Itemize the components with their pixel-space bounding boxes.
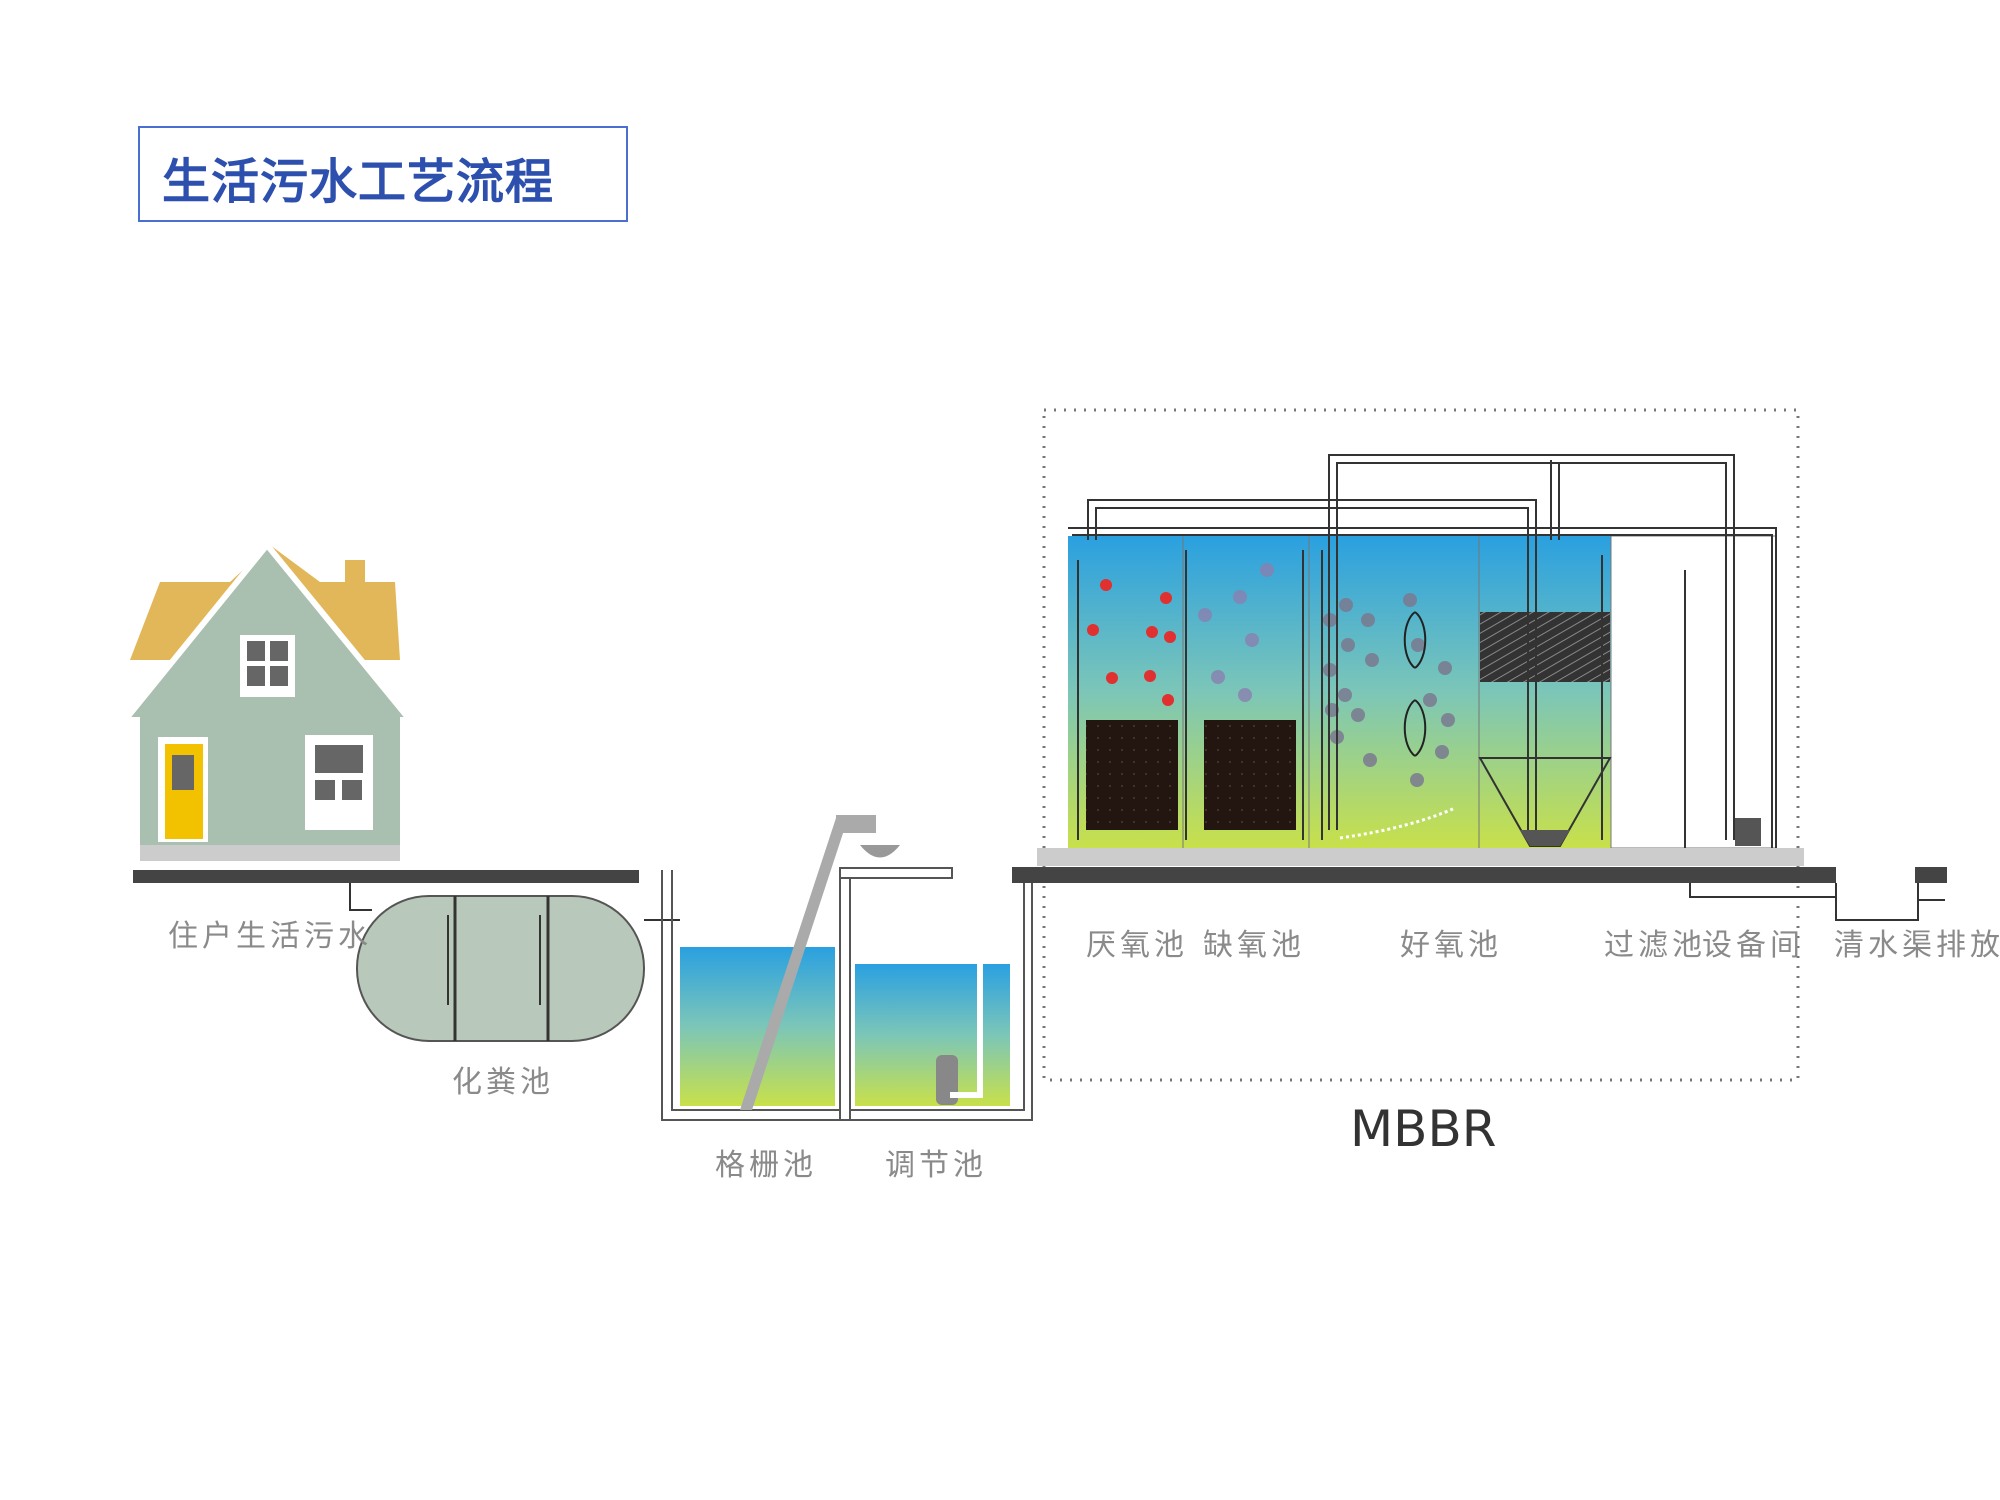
title-box: 生活污水工艺流程 <box>138 126 628 222</box>
anoxic-media <box>1204 720 1296 830</box>
label-regulating-tank: 调节池 <box>885 1148 987 1183</box>
bar-screen <box>740 818 848 1110</box>
aeration-bubbles <box>1339 806 1456 840</box>
discharge-channel <box>1689 883 1945 921</box>
label-anoxic-tank: 缺氧池 <box>1203 928 1305 963</box>
circulation-arrow <box>1403 611 1427 757</box>
process-pipes <box>1068 454 1777 850</box>
anaerobic-carriers <box>1087 579 1176 706</box>
page-title: 生活污水工艺流程 <box>162 154 555 210</box>
grid-regulating-tanks <box>661 552 1080 1121</box>
label-grid-tank: 格栅池 <box>715 1148 817 1183</box>
mbbr-reactor <box>1068 454 1777 850</box>
label-filter-tank: 过滤池 <box>1604 928 1706 963</box>
label-septic-tank: 化粪池 <box>452 1065 554 1100</box>
label-aerobic-tank: 好氧池 <box>1400 928 1502 963</box>
basket <box>860 845 900 858</box>
anaerobic-media <box>1086 720 1178 830</box>
label-clear-water-discharge: 清水渠排放 <box>1834 928 2000 963</box>
blower <box>1735 818 1761 846</box>
ground-line <box>133 870 639 883</box>
anoxic-carriers <box>1198 563 1274 702</box>
label-household-sewage: 住户生活污水 <box>168 919 372 954</box>
ground-line-right <box>1012 867 1836 883</box>
label-mbbr: MBBR <box>1350 1100 1496 1158</box>
house <box>118 540 417 861</box>
septic-tank <box>349 883 680 1042</box>
base-slab <box>1037 848 1804 866</box>
label-equipment-room: 设备间 <box>1702 928 1804 963</box>
label-anaerobic-tank: 厌氧池 <box>1086 928 1188 963</box>
mbbr-boundary <box>1042 408 1800 1082</box>
filter-media <box>1480 612 1610 682</box>
